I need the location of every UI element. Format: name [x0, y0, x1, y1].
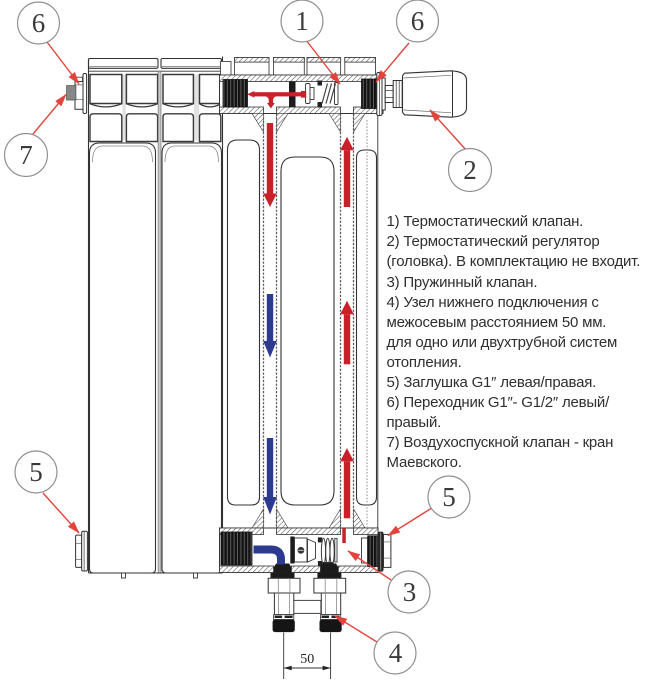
- svg-text:5: 5: [442, 482, 456, 512]
- svg-text:1: 1: [295, 6, 309, 36]
- svg-text:2: 2: [463, 155, 477, 185]
- svg-text:5: 5: [29, 457, 43, 487]
- svg-text:3: 3: [403, 577, 417, 607]
- svg-text:50: 50: [300, 652, 314, 667]
- svg-text:7: 7: [19, 140, 33, 170]
- svg-text:4: 4: [389, 638, 403, 668]
- svg-text:6: 6: [411, 6, 425, 36]
- svg-text:6: 6: [32, 8, 46, 38]
